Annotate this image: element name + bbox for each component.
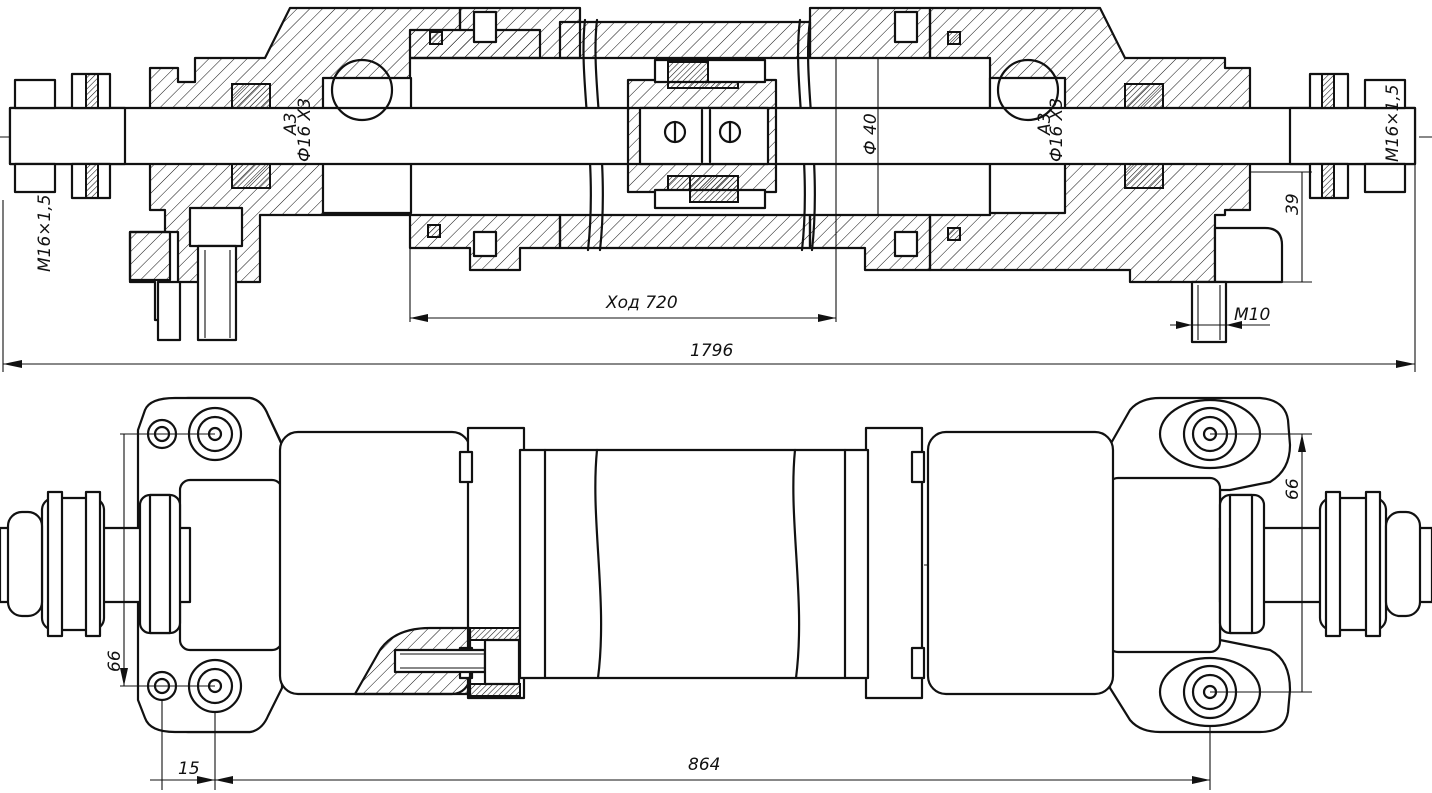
bolt-head-bot-left [472, 230, 498, 258]
cylinder-wall-top [558, 20, 812, 60]
left-mount-pins [128, 206, 244, 342]
seal-right-bottom [1124, 163, 1164, 189]
label-stroke: Ход 720 [605, 293, 678, 313]
dim-39: 39 [1250, 171, 1312, 283]
piston [626, 58, 778, 210]
label-overall: 1796 [690, 341, 733, 361]
bolt-head-top-right [893, 10, 919, 44]
label-thread-right: M16×1,5 [1383, 84, 1403, 162]
label-fit-left-top: A3 [281, 113, 301, 136]
label-fit-right-top: A3 [1035, 113, 1055, 136]
bearing-left [330, 58, 394, 122]
oring-1 [429, 31, 443, 45]
label-fit-right-bottom: Ф16 X3 [1047, 98, 1067, 162]
left-cap-body [178, 478, 284, 652]
left-rod-assembly [0, 490, 192, 638]
oring-2 [427, 224, 441, 238]
plan-view: 66 66 15 864 [0, 396, 1432, 790]
label-864: 864 [688, 755, 720, 775]
label-66-right: 66 [1283, 478, 1303, 500]
label-m10: M10 [1234, 305, 1270, 325]
bearing-right [996, 58, 1060, 122]
dim-66-left: 66 [105, 433, 215, 687]
label-dia-cylinder: Ф 40 [861, 113, 881, 155]
bolt-head-top-left [472, 10, 498, 44]
right-rod-end [1288, 106, 1417, 166]
right-barrel [926, 430, 1115, 696]
section-view: M16×1,5 A3 Ф16 X3 Ф 40 A3 Ф16 X3 M16×1,5… [0, 6, 1432, 372]
left-nuts [13, 72, 112, 200]
dim-bottom: 15 864 [150, 700, 1211, 790]
break-line-5 [594, 448, 603, 680]
right-rod-assembly [1218, 490, 1432, 638]
label-fit-left-bottom: Ф16 X3 [295, 98, 315, 162]
dim-overall: 1796 [2, 164, 1416, 372]
tube-plan [518, 448, 870, 680]
right-cap-body [1106, 476, 1222, 654]
label-39: 39 [1283, 193, 1303, 215]
right-nuts [1308, 72, 1407, 200]
cutaway-bolt [393, 627, 521, 697]
break-line-6 [792, 448, 801, 680]
left-rod-end [8, 106, 127, 166]
oring-4 [947, 227, 961, 241]
m10-pin [1190, 280, 1228, 344]
dim-stroke: Ход 720 [410, 293, 836, 322]
oring-3 [947, 31, 961, 45]
dim-m10: M10 [1170, 305, 1270, 329]
bolt-head-bot-right [893, 230, 919, 258]
label-thread-left: M16×1,5 [35, 194, 55, 272]
dim-66-right: 66 [1210, 433, 1312, 693]
right-mount [1190, 226, 1284, 344]
label-66-left: 66 [105, 650, 125, 672]
seal-left-top [231, 83, 271, 109]
seal-left-bottom [231, 163, 271, 189]
cylinder-wall-bottom [558, 213, 812, 250]
seal-right-top [1124, 83, 1164, 109]
label-15: 15 [178, 759, 200, 779]
